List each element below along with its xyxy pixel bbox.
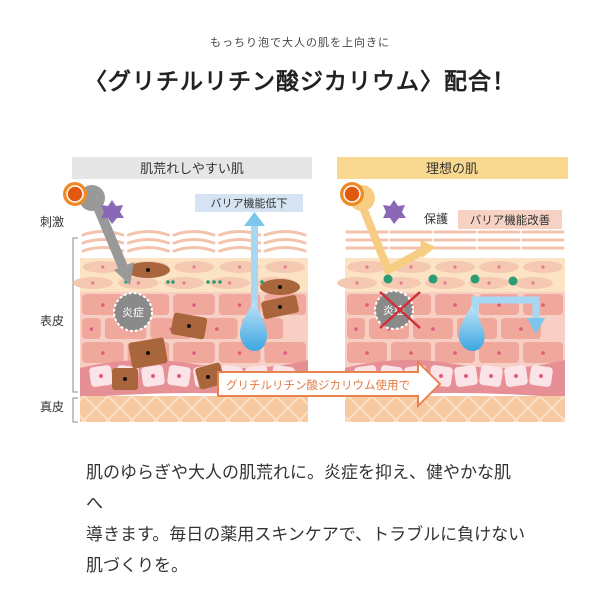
description-line: 肌のゆらぎや大人の肌荒れに。炎症を抑え、健やかな肌へ (86, 463, 511, 514)
corneum-layer (263, 246, 307, 253)
left-stimulus-arrowhead (114, 262, 134, 285)
description-line: 導きます。毎日の薬用スキンケアで、トラブルに負けない (86, 525, 526, 545)
label-stimulus: 刺激 (40, 215, 64, 229)
right-protect-arrowhead (420, 240, 436, 258)
right-water-retention-arrow (458, 296, 545, 351)
corneum-layer (126, 246, 170, 253)
left-inflammation-badge: 炎症 (113, 292, 153, 332)
right-green-dots (383, 274, 518, 286)
svg-text:グリチルリチン酸ジカリウム使用で: グリチルリチン酸ジカリウム使用で (226, 378, 410, 392)
corneum-layer (81, 238, 125, 245)
barrier-improve-tag (458, 210, 562, 229)
right-protect-arrow (356, 198, 427, 276)
corneum-layer (263, 238, 307, 245)
left-water-loss-arrow (239, 212, 268, 351)
label-dermis: 真皮 (40, 400, 64, 414)
subtitle: もっちり泡で大人の肌を上向きに (210, 36, 390, 49)
left-green-dots (124, 280, 264, 284)
protect-label: 保護 (424, 211, 448, 226)
barrier-improve-label: バリア機能改善 (470, 213, 551, 227)
left-panel-title: 肌荒れしやすい肌 (140, 162, 244, 177)
sun-icon (340, 182, 364, 206)
dermis-layer (80, 396, 308, 422)
corneum-layer (126, 230, 170, 237)
right-panel-header (337, 157, 568, 179)
barrier-decline-label: バリア機能低下 (211, 196, 288, 210)
allergen-icon (101, 200, 124, 224)
barrier-decline-tag (195, 194, 303, 212)
left-stimulus-arrow (90, 198, 130, 274)
sun-icon (63, 182, 87, 206)
allergen-icon (383, 200, 406, 224)
cross-icon (379, 291, 421, 329)
epidermis-bracket (72, 237, 78, 393)
corneum-layer (263, 230, 307, 237)
corneum-layer (126, 238, 170, 245)
label-epidermis: 表皮 (40, 314, 64, 328)
corneum-layer (172, 230, 216, 237)
corneum-layer (81, 230, 125, 237)
corneum-layer (172, 246, 216, 253)
dermis-bracket (72, 397, 78, 423)
description: 肌のゆらぎや大人の肌荒れに。炎症を抑え、健やかな肌へ 導きます。毎日の薬用スキン… (86, 458, 526, 582)
right-suppressed-inflammation: 炎症 (374, 290, 421, 330)
left-panel-header (72, 157, 312, 179)
page-title: 〈グリチルリチン酸ジカリウム〉配合！ (84, 69, 516, 95)
description-line: 肌づくりを。 (86, 556, 188, 576)
dermis-layer (345, 396, 565, 422)
svg-text:炎症: 炎症 (383, 303, 405, 317)
corneum-layer (172, 238, 216, 245)
right-panel-title: 理想の肌 (426, 161, 478, 177)
transition-arrow: グリチルリチン酸ジカリウム使用で (217, 359, 442, 409)
left-brown-damaged-cells (112, 262, 300, 390)
svg-text:炎症: 炎症 (122, 305, 144, 319)
